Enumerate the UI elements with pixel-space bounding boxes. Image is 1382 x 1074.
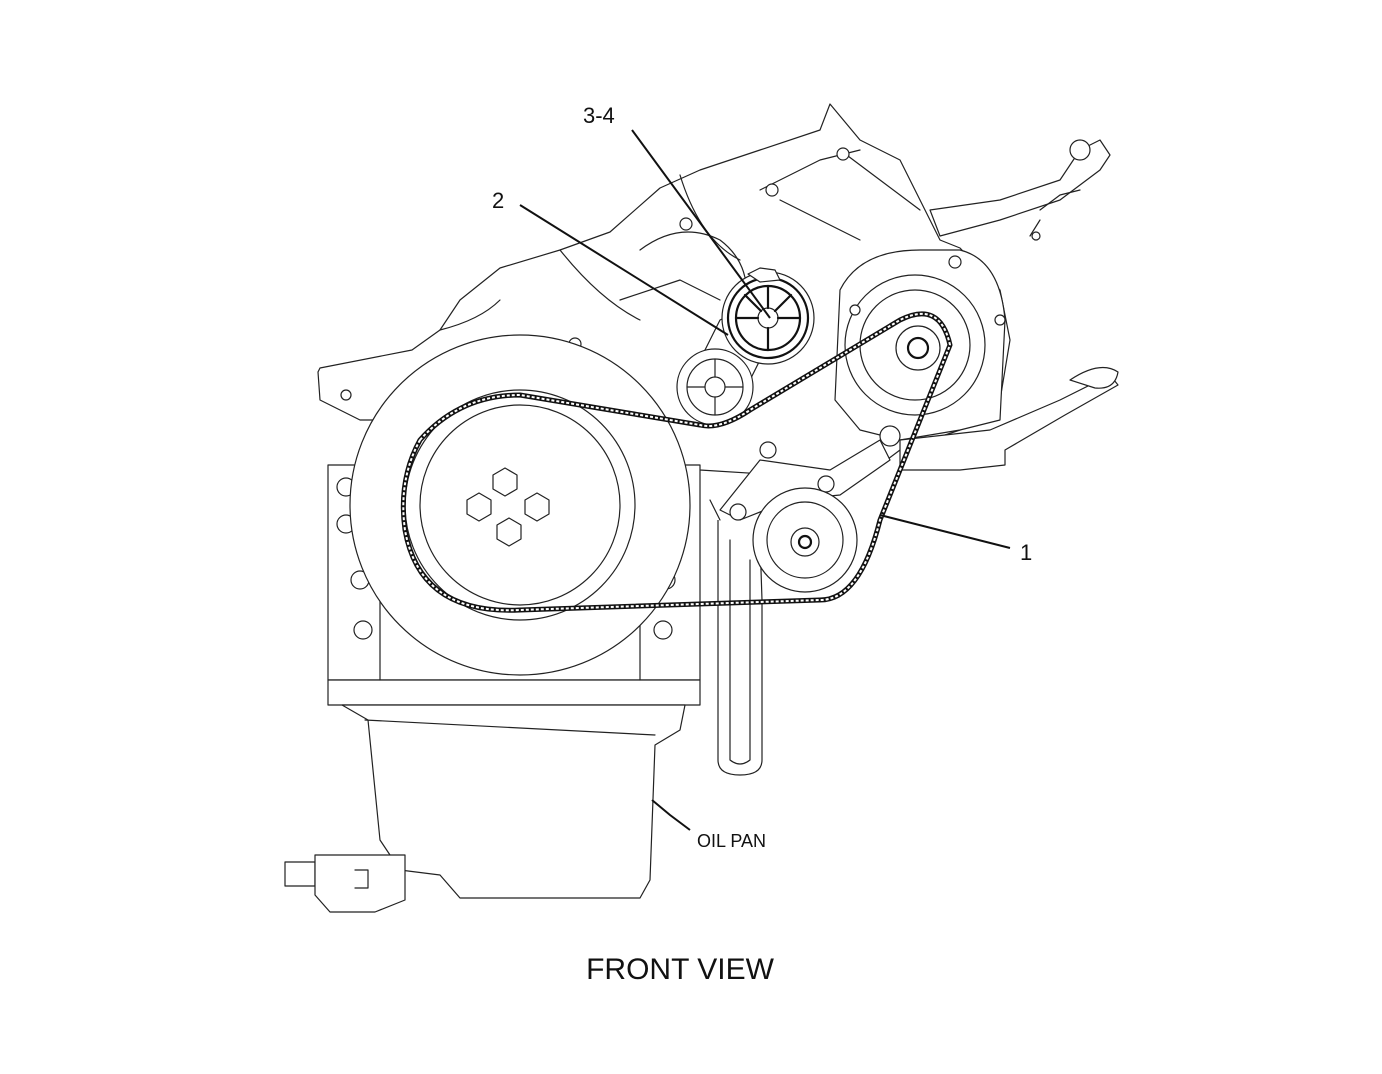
serpentine-belt <box>400 311 953 613</box>
leader-line-1 <box>879 514 1011 549</box>
tensioner-assembly <box>721 267 815 365</box>
adjusting-arm <box>899 366 1119 471</box>
oil-pan <box>341 704 686 899</box>
damper-bolts <box>466 467 550 547</box>
leader-line-3-4 <box>631 129 771 319</box>
throttle-linkage <box>929 139 1111 241</box>
alternator <box>834 249 1006 447</box>
lower-idler-pulley <box>752 487 858 593</box>
callout-2: 2 <box>492 188 504 213</box>
dipstick-tube <box>717 520 763 776</box>
leader-line-oil-pan <box>651 799 691 831</box>
callout-3-4: 3-4 <box>583 103 615 128</box>
idler-bracket <box>709 439 891 521</box>
drain-fitting <box>284 854 406 913</box>
oil-pan-label: OIL PAN <box>697 831 766 851</box>
callout-1: 1 <box>1020 540 1032 565</box>
leader-line-2 <box>519 204 729 336</box>
view-title: FRONT VIEW <box>586 953 774 986</box>
